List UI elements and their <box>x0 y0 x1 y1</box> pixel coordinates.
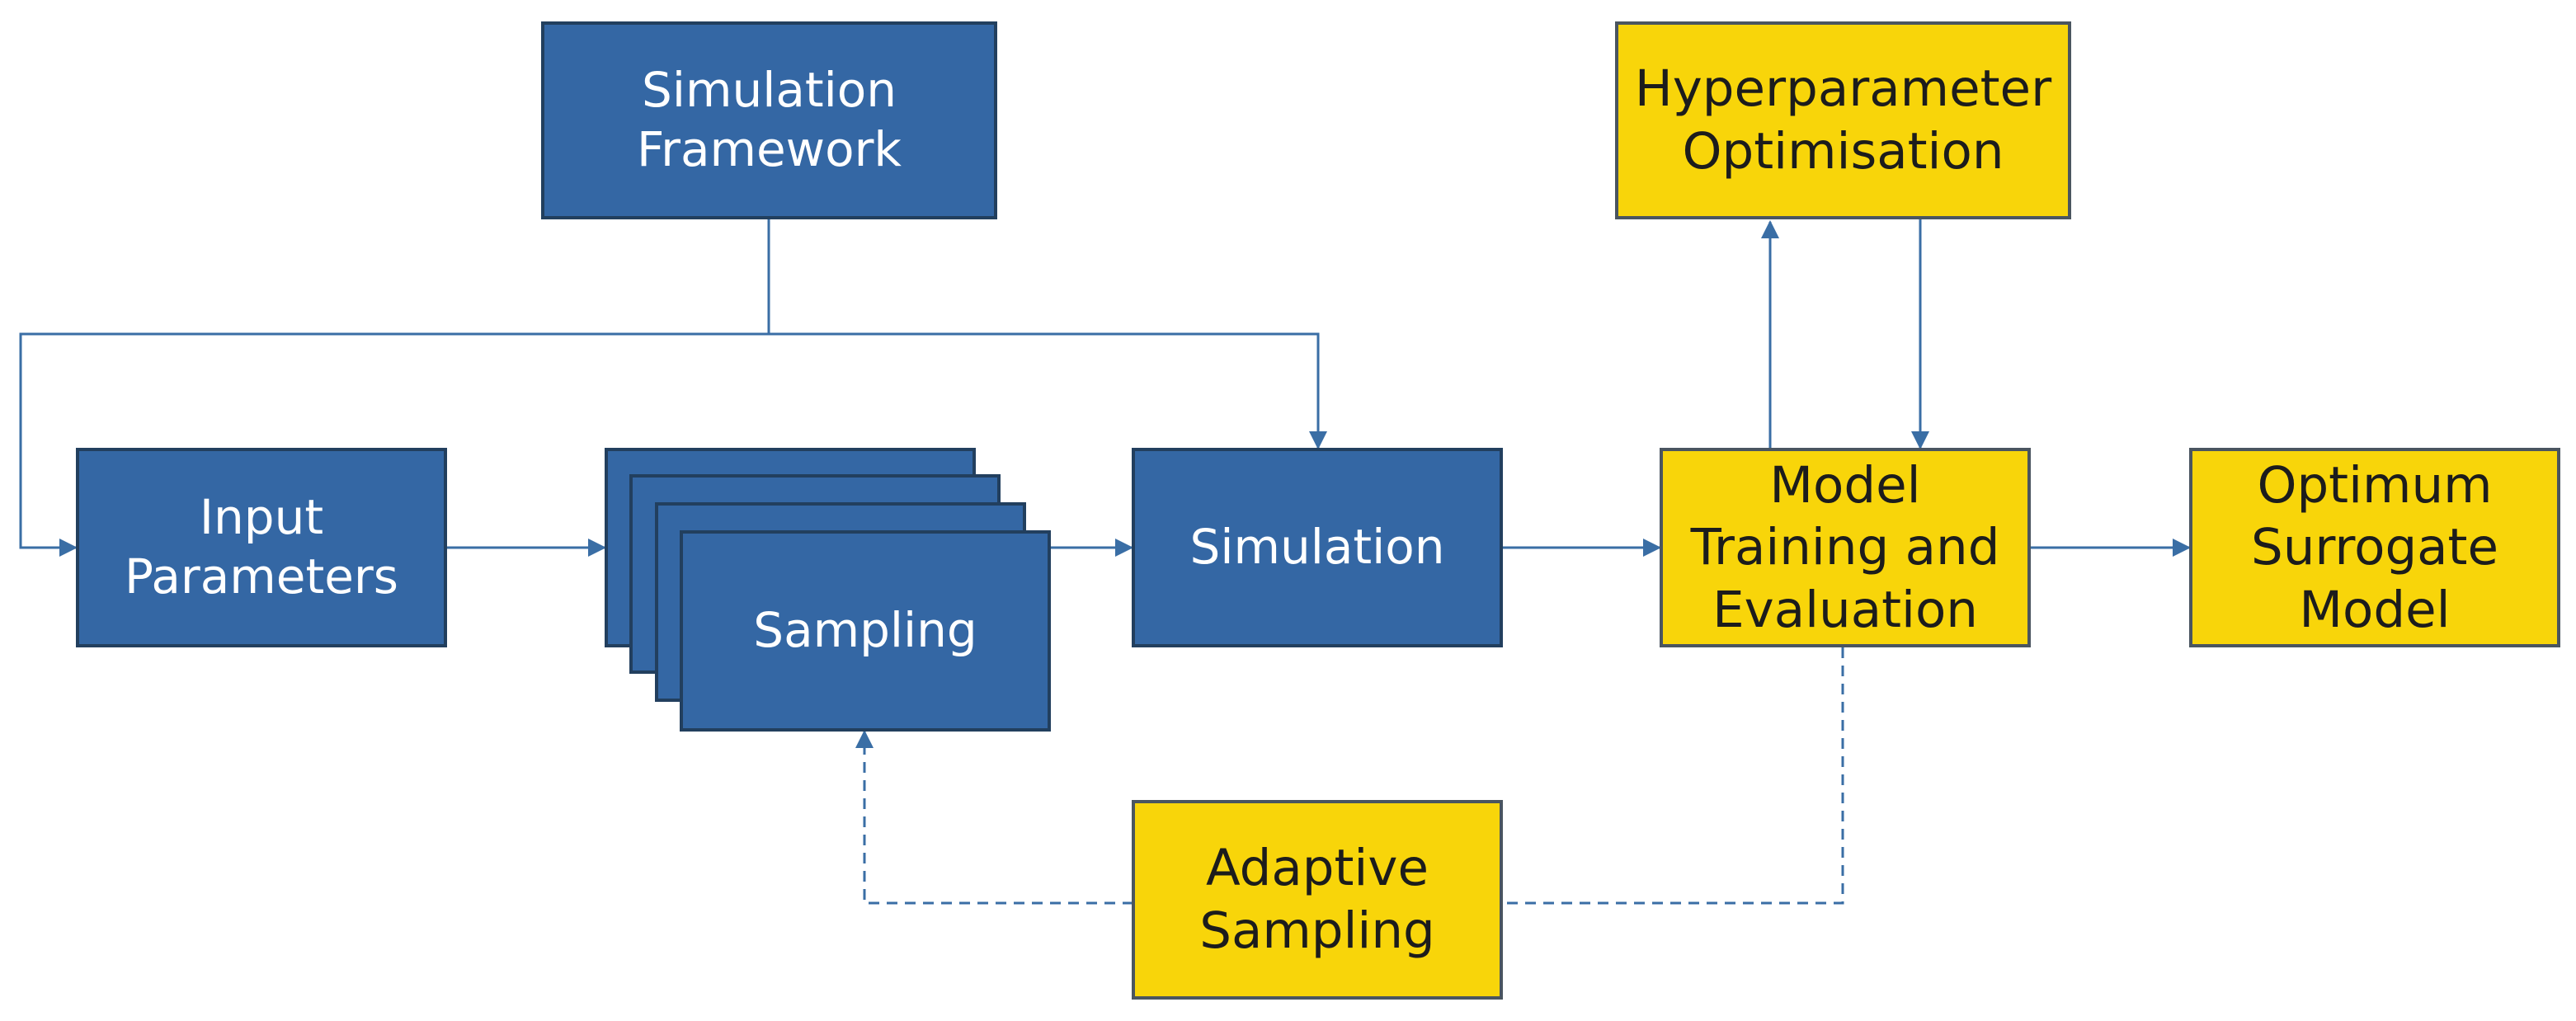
simulation-node: Simulation <box>1132 448 1503 647</box>
sampling-label: Sampling <box>753 602 977 659</box>
adaptive-sampling-node: Adaptive Sampling <box>1132 800 1503 1000</box>
model-training-evaluation-node: Model Training and Evaluation <box>1660 448 2031 647</box>
framework-to-simulation-arrow <box>769 332 1327 449</box>
adaptive-sampling-label: Adaptive Sampling <box>1199 839 1435 960</box>
optimum-surrogate-model-node: Optimum Surrogate Model <box>2189 448 2560 647</box>
framework-to-input-arrow <box>19 332 769 557</box>
input-parameters-node: Input Parameters <box>76 448 447 647</box>
sampling-node: Sampling <box>680 530 1051 732</box>
model-to-adaptive-dashed-connector <box>1501 647 1844 905</box>
simulation-label: Simulation <box>1189 519 1445 576</box>
optimum-surrogate-model-label: Optimum Surrogate Model <box>2251 455 2498 639</box>
hyperparameter-optimisation-label: Hyperparameter Optimisation <box>1634 59 2052 181</box>
simulation-framework-node: Simulation Framework <box>541 21 997 219</box>
model-training-evaluation-label: Model Training and Evaluation <box>1690 455 2000 639</box>
adaptive-to-sampling-dashed-arrow <box>855 730 1133 905</box>
input-parameters-label: Input Parameters <box>125 489 398 605</box>
simulation-framework-label: Simulation Framework <box>636 62 902 177</box>
hyperparameter-optimisation-node: Hyperparameter Optimisation <box>1615 21 2071 219</box>
